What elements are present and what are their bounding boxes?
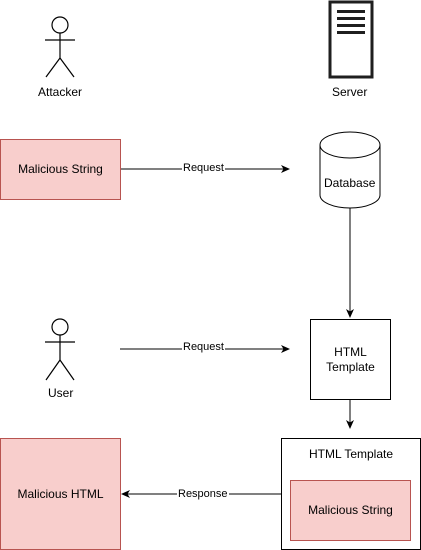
malicious-string-inner-node[interactable]: Malicious String — [290, 480, 411, 541]
malicious-html-node-label: Malicious HTML — [17, 486, 104, 501]
malicious-html-node[interactable]: Malicious HTML — [0, 438, 121, 550]
html-template-container-label: HTML Template — [308, 447, 394, 461]
user-figure-icon — [45, 318, 75, 381]
malicious-string-inner-label: Malicious String — [308, 503, 393, 517]
malicious-string-node[interactable]: Malicious String — [0, 139, 121, 200]
server-icon — [328, 0, 374, 79]
request-label-2: Request — [182, 341, 225, 353]
attacker-label: Attacker — [38, 85, 83, 99]
response-label: Response — [177, 488, 229, 500]
user-label: User — [48, 386, 74, 400]
html-template-node-label: HTML Template — [326, 345, 375, 375]
request-label-1: Request — [182, 162, 225, 174]
database-cylinder-icon — [319, 131, 381, 209]
database-label: Database — [324, 176, 376, 190]
html-template-node[interactable]: HTML Template — [310, 319, 391, 400]
malicious-string-node-label: Malicious String — [18, 162, 103, 176]
html-template-line-1: HTML — [334, 344, 367, 359]
server-label: Server — [332, 85, 368, 99]
attacker-figure-icon — [45, 16, 75, 78]
html-template-line-2: Template — [326, 359, 375, 374]
